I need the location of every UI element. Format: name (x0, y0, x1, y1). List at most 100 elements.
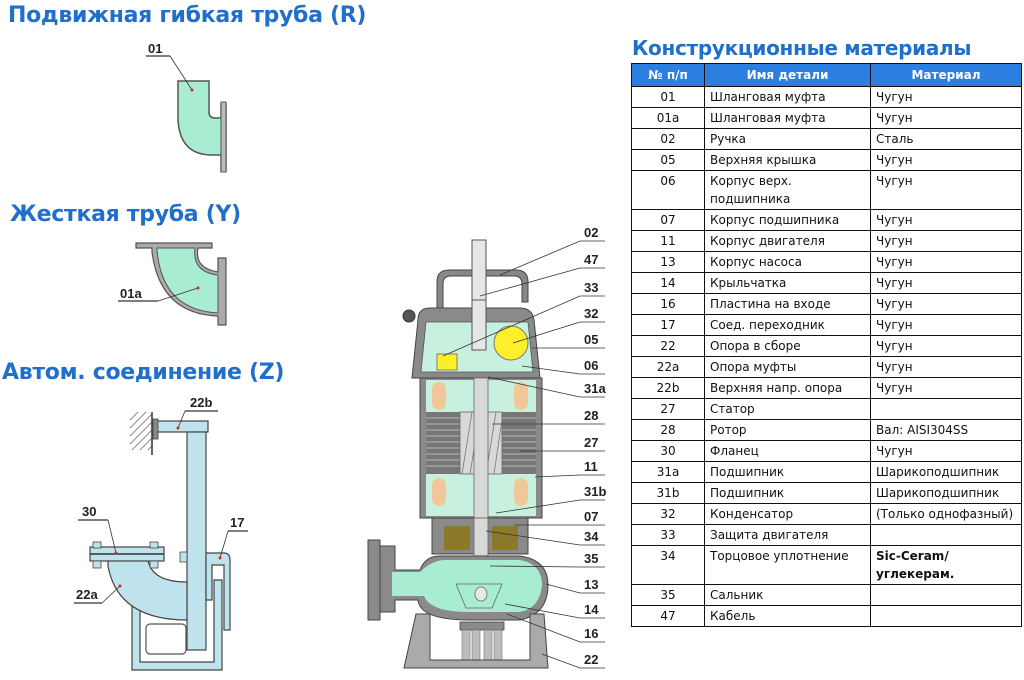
material-cell: Шарикоподшипник (870, 461, 1022, 483)
label-33: 33 (584, 280, 598, 295)
label-01a: 01a (120, 286, 142, 301)
part-number-cell: 27 (631, 398, 705, 420)
material-cell: Чугун (870, 440, 1022, 462)
label-47: 47 (584, 252, 598, 267)
part-number-cell: 22 (631, 335, 705, 357)
part-name-cell: Верхняя напр. опора (704, 377, 871, 399)
part-number-cell: 01a (631, 107, 705, 129)
part-number-cell: 13 (631, 251, 705, 273)
part-name-cell: Защита двигателя (704, 524, 871, 546)
part-number-cell: 14 (631, 272, 705, 294)
label-22b: 22b (190, 395, 212, 410)
label-05: 05 (584, 332, 598, 347)
label-01: 01 (148, 41, 162, 56)
label-27: 27 (584, 435, 598, 450)
flexible-pipe-diagram: 01 (146, 41, 227, 173)
part-name-cell: Корпус двигателя (704, 230, 871, 252)
label-13: 13 (584, 577, 598, 592)
part-number-cell: 28 (631, 419, 705, 441)
part-number-cell: 22b (631, 377, 705, 399)
material-cell: Sic-Ceram/углекерам. (870, 545, 1022, 585)
part-name-cell: Верхняя крышка (704, 149, 871, 171)
part-number-cell: 31a (631, 461, 705, 483)
part-name-cell: Шланговая муфта (704, 107, 871, 129)
part-name-cell: Ручка (704, 128, 871, 150)
material-cell: Чугун (870, 230, 1022, 252)
rigid-pipe-diagram: 01a (118, 242, 227, 326)
label-31a: 31a (584, 381, 606, 396)
label-32: 32 (584, 306, 598, 321)
material-cell (870, 605, 1022, 627)
part-number-cell: 47 (631, 605, 705, 627)
label-14: 14 (584, 602, 599, 617)
label-11: 11 (584, 459, 598, 474)
label-30: 30 (82, 504, 96, 519)
material-cell: Сталь (870, 128, 1022, 150)
material-cell: Чугун (870, 170, 1022, 210)
auto-coupling-diagram: 22b 30 17 22a (74, 395, 248, 671)
material-cell (870, 584, 1022, 606)
material-cell: Чугун (870, 251, 1022, 273)
part-name-cell: Шланговая муфта (704, 86, 871, 108)
material-cell (870, 398, 1022, 420)
part-number-cell: 01 (631, 86, 705, 108)
part-number-cell: 32 (631, 503, 705, 525)
part-name-cell: Корпус подшипника (704, 209, 871, 231)
part-name-cell: Пластина на входе (704, 293, 871, 315)
label-07: 07 (584, 509, 598, 524)
part-name-cell: Кабель (704, 605, 871, 627)
rigid-pipe-heading: Жесткая труба (Y) (10, 202, 241, 227)
label-31b: 31b (584, 484, 606, 499)
column-header-material: Материал (870, 63, 1022, 87)
label-02: 02 (584, 225, 598, 240)
material-cell: Чугун (870, 86, 1022, 108)
table-header-row: № п/п Имя детали Материал (631, 63, 1022, 87)
auto-coupling-heading: Автом. соединение (Z) (2, 360, 285, 385)
material-cell: Чугун (870, 293, 1022, 315)
material-cell: Вал: AISI304SS (870, 419, 1022, 441)
part-name-cell: Опора муфты (704, 356, 871, 378)
part-number-cell: 31b (631, 482, 705, 504)
part-name-cell: Соед. переходник (704, 314, 871, 336)
part-number-cell: 33 (631, 524, 705, 546)
part-number-cell: 34 (631, 545, 705, 585)
pump-section-diagram: 02 47 33 32 05 06 31a 28 27 11 31b 07 34… (367, 225, 606, 669)
part-name-cell: Подшипник (704, 482, 871, 504)
part-number-cell: 11 (631, 230, 705, 252)
part-name-cell: Фланец (704, 440, 871, 462)
part-number-cell: 02 (631, 128, 705, 150)
material-cell (870, 524, 1022, 546)
part-number-cell: 30 (631, 440, 705, 462)
diagrams-canvas: 01 01a (74, 41, 606, 671)
part-number-cell: 07 (631, 209, 705, 231)
part-name-cell: Конденсатор (704, 503, 871, 525)
part-name-cell: Опора в сборе (704, 335, 871, 357)
part-number-cell: 06 (631, 170, 705, 210)
material-cell: Чугун (870, 107, 1022, 129)
part-number-cell: 05 (631, 149, 705, 171)
material-cell: Чугун (870, 377, 1022, 399)
part-name-cell: Статор (704, 398, 871, 420)
